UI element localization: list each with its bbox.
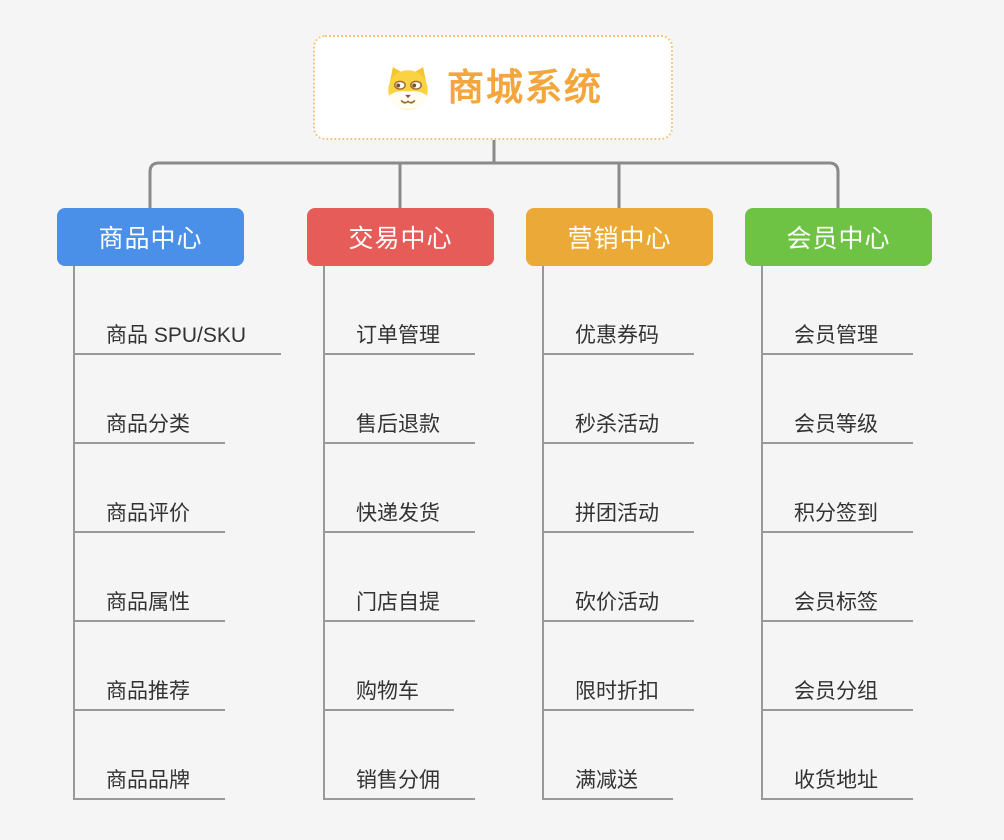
branch-label: 商品中心 bbox=[98, 225, 203, 253]
dog-face-icon bbox=[388, 66, 428, 110]
leaf-node[interactable]: 商品 SPU/SKU bbox=[73, 319, 282, 355]
leaf-node[interactable]: 售后退款 bbox=[323, 408, 475, 444]
branch-node-product-center[interactable]: 商品中心 bbox=[57, 208, 244, 266]
leaf-node[interactable]: 商品评价 bbox=[73, 497, 225, 533]
leaf-node[interactable]: 商品推荐 bbox=[73, 675, 225, 711]
branch-children-trade: 订单管理 售后退款 快递发货 门店自提 购物车 销售分佣 bbox=[323, 266, 475, 800]
root-node[interactable]: 商城系统 bbox=[313, 35, 673, 140]
root-title: 商城系统 bbox=[447, 67, 603, 108]
leaf-node[interactable]: 订单管理 bbox=[323, 319, 475, 355]
branch-node-member-center[interactable]: 会员中心 bbox=[745, 208, 932, 266]
leaf-node[interactable]: 商品属性 bbox=[73, 586, 225, 622]
leaf-node[interactable]: 限时折扣 bbox=[542, 675, 694, 711]
leaf-node[interactable]: 积分签到 bbox=[761, 497, 913, 533]
leaf-node[interactable]: 拼团活动 bbox=[542, 497, 694, 533]
leaf-node[interactable]: 销售分佣 bbox=[323, 764, 475, 800]
leaf-node[interactable]: 会员管理 bbox=[761, 319, 913, 355]
branch-node-trade-center[interactable]: 交易中心 bbox=[307, 208, 494, 266]
leaf-node[interactable]: 砍价活动 bbox=[542, 586, 694, 622]
leaf-node[interactable]: 购物车 bbox=[323, 675, 454, 711]
branch-children-product: 商品 SPU/SKU 商品分类 商品评价 商品属性 商品推荐 商品品牌 bbox=[73, 266, 282, 800]
leaf-node[interactable]: 会员等级 bbox=[761, 408, 913, 444]
leaf-node[interactable]: 快递发货 bbox=[323, 497, 475, 533]
leaf-node[interactable]: 满减送 bbox=[542, 764, 673, 800]
leaf-node[interactable]: 优惠券码 bbox=[542, 319, 694, 355]
branch-label: 会员中心 bbox=[786, 225, 891, 253]
leaf-node[interactable]: 会员标签 bbox=[761, 586, 913, 622]
leaf-node[interactable]: 收货地址 bbox=[761, 764, 913, 800]
branch-label: 交易中心 bbox=[348, 225, 453, 253]
leaf-node[interactable]: 门店自提 bbox=[323, 586, 475, 622]
branch-children-marketing: 优惠券码 秒杀活动 拼团活动 砍价活动 限时折扣 满减送 bbox=[542, 266, 694, 800]
branch-label: 营销中心 bbox=[567, 225, 672, 253]
leaf-node[interactable]: 会员分组 bbox=[761, 675, 913, 711]
branch-children-member: 会员管理 会员等级 积分签到 会员标签 会员分组 收货地址 bbox=[761, 266, 913, 800]
leaf-node[interactable]: 商品品牌 bbox=[73, 764, 225, 800]
leaf-node[interactable]: 商品分类 bbox=[73, 408, 225, 444]
leaf-node[interactable]: 秒杀活动 bbox=[542, 408, 694, 444]
branch-node-marketing-center[interactable]: 营销中心 bbox=[526, 208, 713, 266]
